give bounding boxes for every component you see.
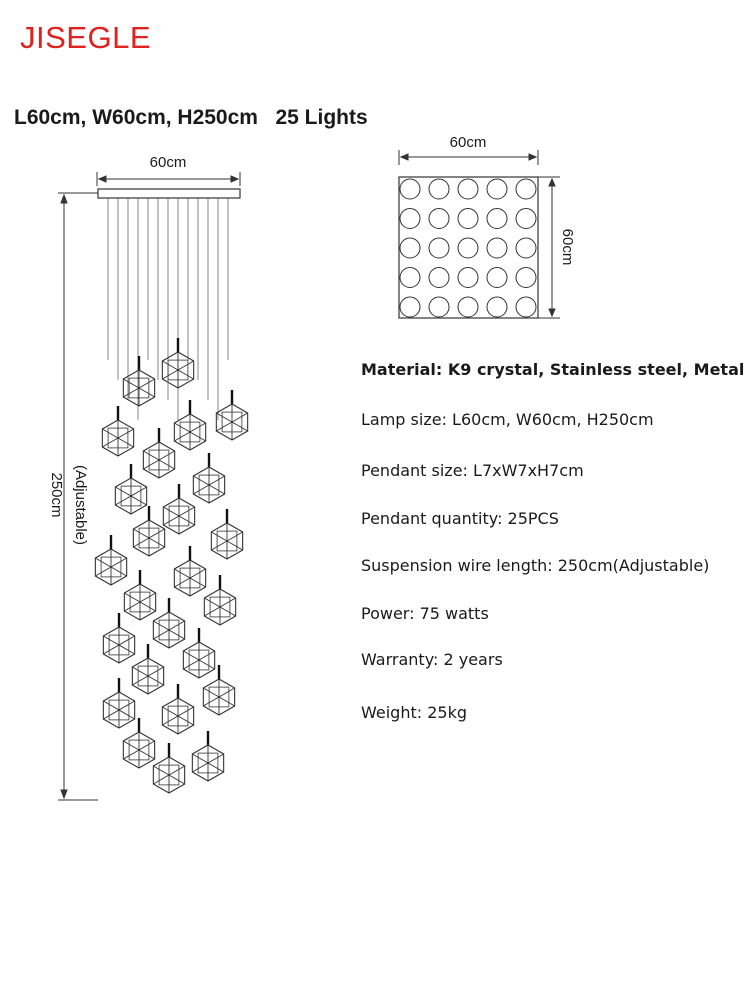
crystal-pendant-icon [102, 613, 136, 664]
front-width-label: 60cm [150, 154, 187, 171]
pendant-position-circle [457, 208, 479, 229]
pendant-position-circle [428, 237, 450, 259]
crystal-pendant-icon [192, 453, 226, 504]
crystal-pendant-icon [131, 644, 165, 695]
crystal-pendant-icon [210, 509, 244, 560]
pendant-position-circle [399, 237, 421, 259]
front-width-dimension [96, 172, 241, 186]
pendant-position-circle [399, 267, 421, 288]
front-height-dimension [58, 192, 98, 801]
pendant-position-circle [486, 208, 508, 229]
pendant-position-circle [486, 296, 508, 318]
crystal-pendant-icon [173, 546, 207, 597]
crystal-pendant-icon [202, 665, 236, 716]
brand-logo: JISEGLE [20, 20, 151, 55]
top-depth-dimension [538, 176, 560, 319]
top-depth-label: 60cm [559, 229, 576, 266]
crystal-pendant-icon [123, 570, 157, 621]
crystal-pendant-icon [94, 535, 128, 586]
crystal-pendant-icon [122, 718, 156, 769]
adjustable-label: (Adjustable) [72, 465, 89, 545]
spec-lamp-size: Lamp size: L60cm, W60cm, H250cm [361, 410, 654, 429]
pendant-position-circle [486, 237, 508, 259]
crystal-pendant-icon [114, 464, 148, 515]
pendant-position-circle [515, 178, 537, 200]
pendant-position-circle [428, 178, 450, 200]
pendant-position-circle [486, 267, 508, 288]
crystal-pendant-icon [173, 400, 207, 451]
crystal-pendant-icon [161, 684, 195, 735]
crystal-pendant-icon [152, 598, 186, 649]
crystal-pendant-icon [102, 678, 136, 729]
pendant-position-circle [428, 296, 450, 318]
spec-weight: Weight: 25kg [361, 703, 467, 722]
pendant-position-circle [399, 296, 421, 318]
pendant-position-circle [399, 178, 421, 200]
front-height-label: 250cm [48, 472, 65, 517]
pendant-position-circle [515, 237, 537, 259]
crystal-pendant-icon [161, 338, 195, 389]
crystal-pendant-icon [182, 628, 216, 679]
ceiling-canopy [97, 188, 241, 199]
pendant-position-circle [457, 178, 479, 200]
spec-pendant-quantity: Pendant quantity: 25PCS [361, 509, 559, 528]
dimensions-headline: L60cm, W60cm, H250cm 25 Lights [14, 106, 368, 129]
suspension-wires [107, 198, 229, 420]
crystal-pendant-icon [191, 731, 225, 782]
pendant-position-circle [457, 296, 479, 318]
top-view-grid [399, 178, 537, 318]
pendant-position-circle [428, 267, 450, 288]
spec-material: Material: K9 crystal, Stainless steel, M… [361, 360, 745, 379]
pendant-position-circle [515, 267, 537, 288]
pendant-position-circle [457, 267, 479, 288]
crystal-pendant-icon [122, 356, 156, 407]
pendant-cluster [94, 338, 249, 794]
spec-pendant-size: Pendant size: L7xW7xH7cm [361, 461, 584, 480]
top-view-plate [398, 176, 539, 319]
crystal-pendant-icon [132, 506, 166, 557]
top-width-dimension [398, 150, 539, 165]
crystal-pendant-icon [162, 484, 196, 535]
top-width-label: 60cm [450, 134, 487, 151]
crystal-pendant-icon [152, 743, 186, 794]
crystal-pendant-icon [101, 406, 135, 457]
spec-warranty: Warranty: 2 years [361, 650, 503, 669]
pendant-position-circle [486, 178, 508, 200]
pendant-position-circle [428, 208, 450, 229]
pendant-position-circle [515, 296, 537, 318]
crystal-pendant-icon [142, 428, 176, 479]
crystal-pendant-icon [215, 390, 249, 441]
pendant-position-circle [457, 237, 479, 259]
pendant-position-circle [515, 208, 537, 229]
spec-power: Power: 75 watts [361, 604, 489, 623]
crystal-pendant-icon [203, 575, 237, 626]
pendant-position-circle [399, 208, 421, 229]
spec-wire-length: Suspension wire length: 250cm(Adjustable… [361, 556, 710, 575]
